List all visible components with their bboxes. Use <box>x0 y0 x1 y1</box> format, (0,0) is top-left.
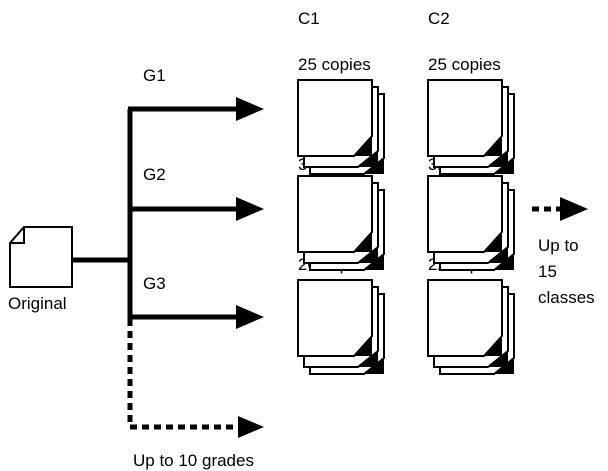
copy-stack-g1-c1-icon <box>297 79 385 175</box>
classes-limit-line-1: Up to <box>538 236 579 255</box>
grade-label-g3: G3 <box>143 274 166 293</box>
branch-lines <box>72 106 238 320</box>
g2-arrow-icon <box>236 197 264 221</box>
more-grades-connector <box>127 319 264 438</box>
original-label: Original <box>8 294 67 313</box>
copies-g1-c2: 25 copies <box>428 55 501 74</box>
copy-stack-g2-c2-icon <box>427 175 515 271</box>
copy-stack-g3-c2-icon <box>427 279 515 375</box>
g1-arrow-icon <box>236 97 264 121</box>
classes-limit-line-2: 15 <box>538 262 557 281</box>
copies-g1-c1: 25 copies <box>298 55 371 74</box>
more-classes-connector <box>532 197 588 221</box>
copy-stack-g2-c1-icon <box>297 175 385 271</box>
more-grades-arrow-icon <box>238 416 264 438</box>
g3-arrow-icon <box>236 305 264 329</box>
grade-label-g2: G2 <box>143 165 166 184</box>
column-header-c1: C1 <box>298 9 320 28</box>
original-document-icon <box>9 226 73 288</box>
copy-stack-g3-c1-icon <box>297 279 385 375</box>
grades-limit-label: Up to 10 grades <box>133 451 254 470</box>
column-header-c2: C2 <box>428 9 450 28</box>
branch-arrowheads <box>236 97 264 329</box>
grade-label-g1: G1 <box>143 66 166 85</box>
classes-limit-line-3: classes <box>538 288 595 307</box>
more-classes-arrow-icon <box>560 197 588 221</box>
copy-stack-g1-c2-icon <box>427 79 515 175</box>
